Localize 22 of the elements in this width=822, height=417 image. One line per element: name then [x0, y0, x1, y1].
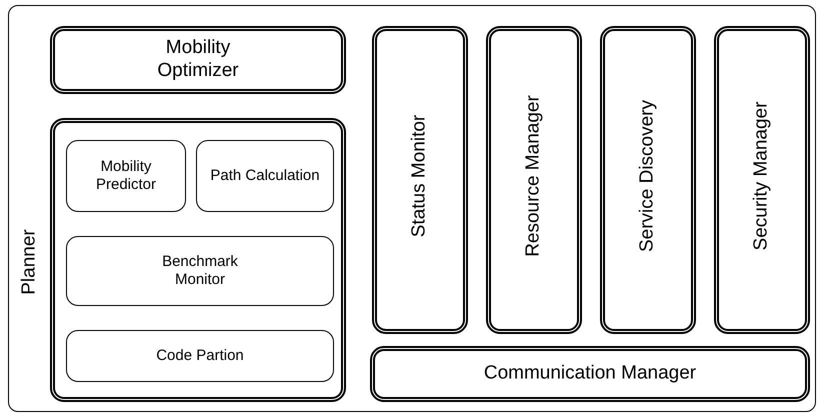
module-box — [372, 26, 468, 334]
module-label: Mobility Predictor — [94, 158, 158, 194]
system-frame — [8, 5, 816, 412]
module-box — [196, 140, 334, 212]
module-box — [714, 26, 810, 334]
module-label: Benchmark Monitor — [161, 253, 239, 289]
module-label: Mobility Optimizer — [156, 37, 240, 83]
module-label: Resource Manager — [522, 95, 545, 257]
module-label: Communication Manager — [482, 362, 698, 386]
module-label: Service Discovery — [636, 100, 659, 252]
module-label: Code Partion — [155, 347, 245, 365]
panel-heading: Planner — [18, 229, 41, 295]
module-box — [600, 26, 696, 334]
module-box — [370, 346, 810, 402]
module-box — [50, 26, 346, 94]
module-box — [486, 26, 582, 334]
module-label: Security Manager — [750, 102, 773, 250]
module-box — [66, 330, 334, 382]
module-label: Path Calculation — [210, 167, 320, 185]
module-box — [66, 140, 186, 212]
module-box — [66, 236, 334, 306]
module-label: Status Monitor — [408, 114, 431, 238]
